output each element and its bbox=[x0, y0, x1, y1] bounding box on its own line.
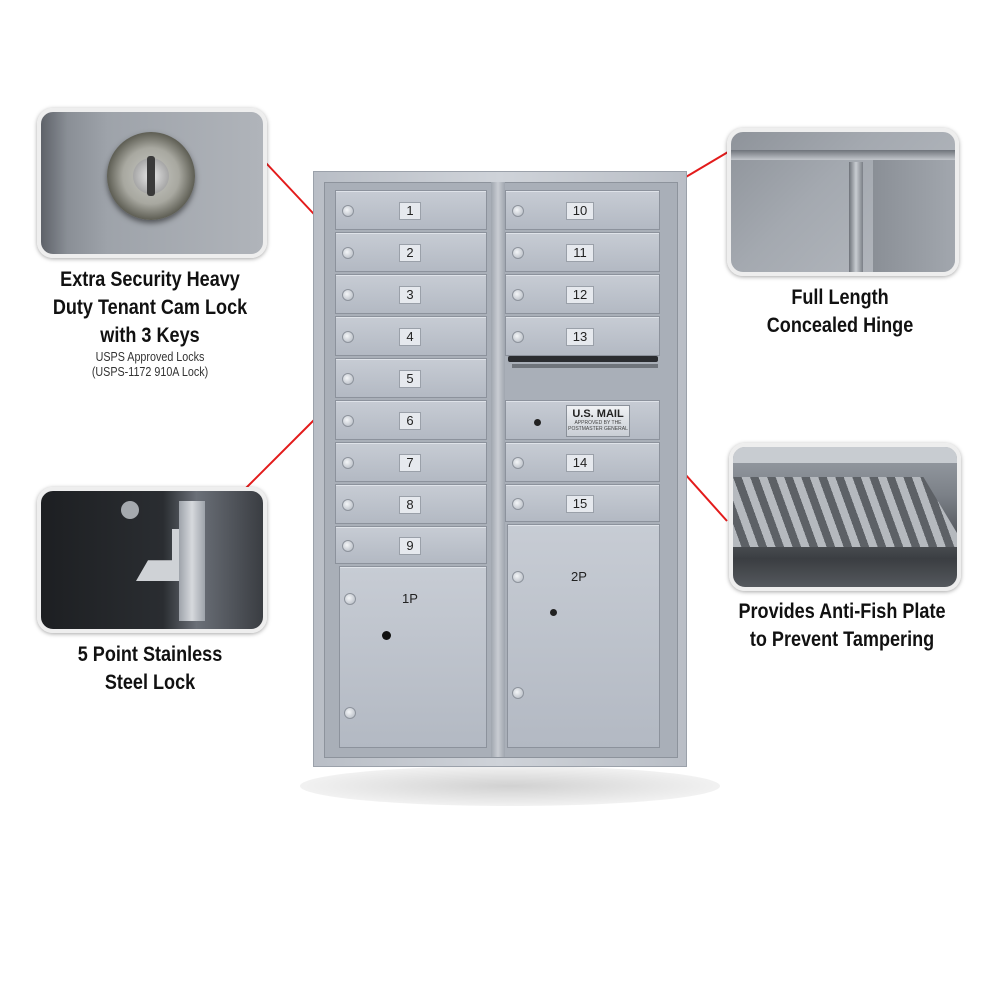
slot-lip bbox=[512, 364, 658, 368]
cam-lock[interactable] bbox=[342, 415, 354, 427]
cam-lock[interactable] bbox=[512, 205, 524, 217]
mailbox-door-5[interactable]: 5 bbox=[335, 358, 487, 398]
hinge-title-2: Concealed Hinge bbox=[766, 314, 914, 337]
parcel-locker-1p[interactable]: 1P bbox=[339, 566, 487, 748]
cam-lock-title-3: with 3 Keys bbox=[100, 324, 200, 347]
cam-lock[interactable] bbox=[342, 457, 354, 469]
door-number: 5 bbox=[399, 370, 421, 388]
mailbox-door-9[interactable]: 9 bbox=[335, 526, 487, 564]
cam-lock[interactable] bbox=[342, 373, 354, 385]
steel-lock-thumbnail bbox=[37, 487, 267, 633]
cam-lock[interactable] bbox=[512, 289, 524, 301]
door-number: 8 bbox=[399, 496, 421, 514]
mailbox-door-2[interactable]: 2 bbox=[335, 232, 487, 272]
anti-fish-title-1: Provides Anti-Fish Plate bbox=[738, 600, 946, 623]
door-number: 10 bbox=[566, 202, 594, 220]
mailbox-shadow bbox=[300, 766, 720, 806]
parcel-locker-2p[interactable]: 2P bbox=[507, 524, 660, 748]
cam-lock-subtitle-1: USPS Approved Locks bbox=[95, 350, 205, 364]
cam-lock-thumbnail bbox=[37, 108, 267, 258]
cam-lock-title-1: Extra Security Heavy bbox=[60, 268, 240, 291]
hinge-thumbnail bbox=[727, 128, 959, 276]
mailbox-door-13[interactable]: 13 bbox=[505, 316, 660, 356]
mailbox-door-14[interactable]: 14 bbox=[505, 442, 660, 482]
anti-fish-plate-icon bbox=[733, 477, 957, 547]
door-number: 2 bbox=[399, 244, 421, 262]
door-number: 15 bbox=[566, 495, 594, 513]
cam-lock[interactable] bbox=[512, 331, 524, 343]
anti-fish-caption: Provides Anti-Fish Plate to Prevent Tamp… bbox=[730, 598, 954, 654]
mailbox-door-4[interactable]: 4 bbox=[335, 316, 487, 356]
hinge-icon bbox=[849, 162, 863, 272]
steel-lock-title-1: 5 Point Stainless bbox=[77, 643, 223, 666]
mailbox-door-6[interactable]: 6 bbox=[335, 400, 487, 440]
cam-lock[interactable] bbox=[512, 498, 524, 510]
parcel-number: 1P bbox=[402, 591, 418, 606]
cam-lock[interactable] bbox=[342, 247, 354, 259]
cam-lock[interactable] bbox=[342, 499, 354, 511]
anti-fish-title-2: to Prevent Tampering bbox=[749, 628, 935, 651]
cam-lock-caption: Extra Security Heavy Duty Tenant Cam Loc… bbox=[47, 266, 253, 380]
cam-lock[interactable] bbox=[512, 687, 524, 699]
center-divider bbox=[491, 182, 505, 757]
cam-lock[interactable] bbox=[342, 205, 354, 217]
cam-lock-icon bbox=[107, 132, 195, 220]
door-number: 4 bbox=[399, 328, 421, 346]
mailbox-door-3[interactable]: 3 bbox=[335, 274, 487, 314]
door-number: 6 bbox=[399, 412, 421, 430]
usps-label: U.S. MAIL bbox=[572, 408, 624, 420]
door-number: 13 bbox=[566, 328, 594, 346]
door-number: 14 bbox=[566, 454, 594, 472]
mailbox-door-1[interactable]: 1 bbox=[335, 190, 487, 230]
cam-lock-subtitle-2: (USPS-1172 910A Lock) bbox=[91, 365, 209, 379]
cam-lock[interactable] bbox=[512, 247, 524, 259]
mailbox-door-8[interactable]: 8 bbox=[335, 484, 487, 524]
anti-fish-thumbnail bbox=[729, 443, 961, 591]
cam-lock[interactable] bbox=[342, 540, 354, 552]
mailbox-door-11[interactable]: 11 bbox=[505, 232, 660, 272]
door-number: 12 bbox=[566, 286, 594, 304]
mailbox-door-7[interactable]: 7 bbox=[335, 442, 487, 482]
steel-lock-caption: 5 Point Stainless Steel Lock bbox=[47, 641, 253, 697]
usps-approval-text: APPROVED BY THE POSTMASTER GENERAL bbox=[568, 420, 628, 432]
usps-collection-door[interactable]: U.S. MAIL APPROVED BY THE POSTMASTER GEN… bbox=[505, 400, 660, 440]
steel-lock-title-2: Steel Lock bbox=[104, 671, 196, 694]
keyhole bbox=[534, 419, 541, 426]
mailbox-door-12[interactable]: 12 bbox=[505, 274, 660, 314]
usps-plate: U.S. MAIL APPROVED BY THE POSTMASTER GEN… bbox=[566, 405, 630, 437]
keyhole bbox=[550, 609, 557, 616]
hinge-title-1: Full Length bbox=[791, 286, 889, 309]
cam-lock-title-2: Duty Tenant Cam Lock bbox=[52, 296, 248, 319]
door-number: 9 bbox=[399, 537, 421, 555]
door-number: 11 bbox=[566, 244, 594, 262]
cam-lock[interactable] bbox=[512, 571, 524, 583]
hinge-caption: Full Length Concealed Hinge bbox=[737, 284, 943, 340]
door-number: 7 bbox=[399, 454, 421, 472]
cam-lock[interactable] bbox=[344, 707, 356, 719]
mailbox-door-10[interactable]: 10 bbox=[505, 190, 660, 230]
cam-lock[interactable] bbox=[342, 331, 354, 343]
cam-lock[interactable] bbox=[342, 289, 354, 301]
cam-lock[interactable] bbox=[512, 457, 524, 469]
keyhole bbox=[382, 631, 391, 640]
parcel-number: 2P bbox=[571, 569, 587, 584]
outgoing-mail-slot[interactable] bbox=[508, 356, 658, 362]
mailbox-door-15[interactable]: 15 bbox=[505, 484, 660, 522]
door-number: 1 bbox=[399, 202, 421, 220]
cam-lock[interactable] bbox=[344, 593, 356, 605]
door-number: 3 bbox=[399, 286, 421, 304]
